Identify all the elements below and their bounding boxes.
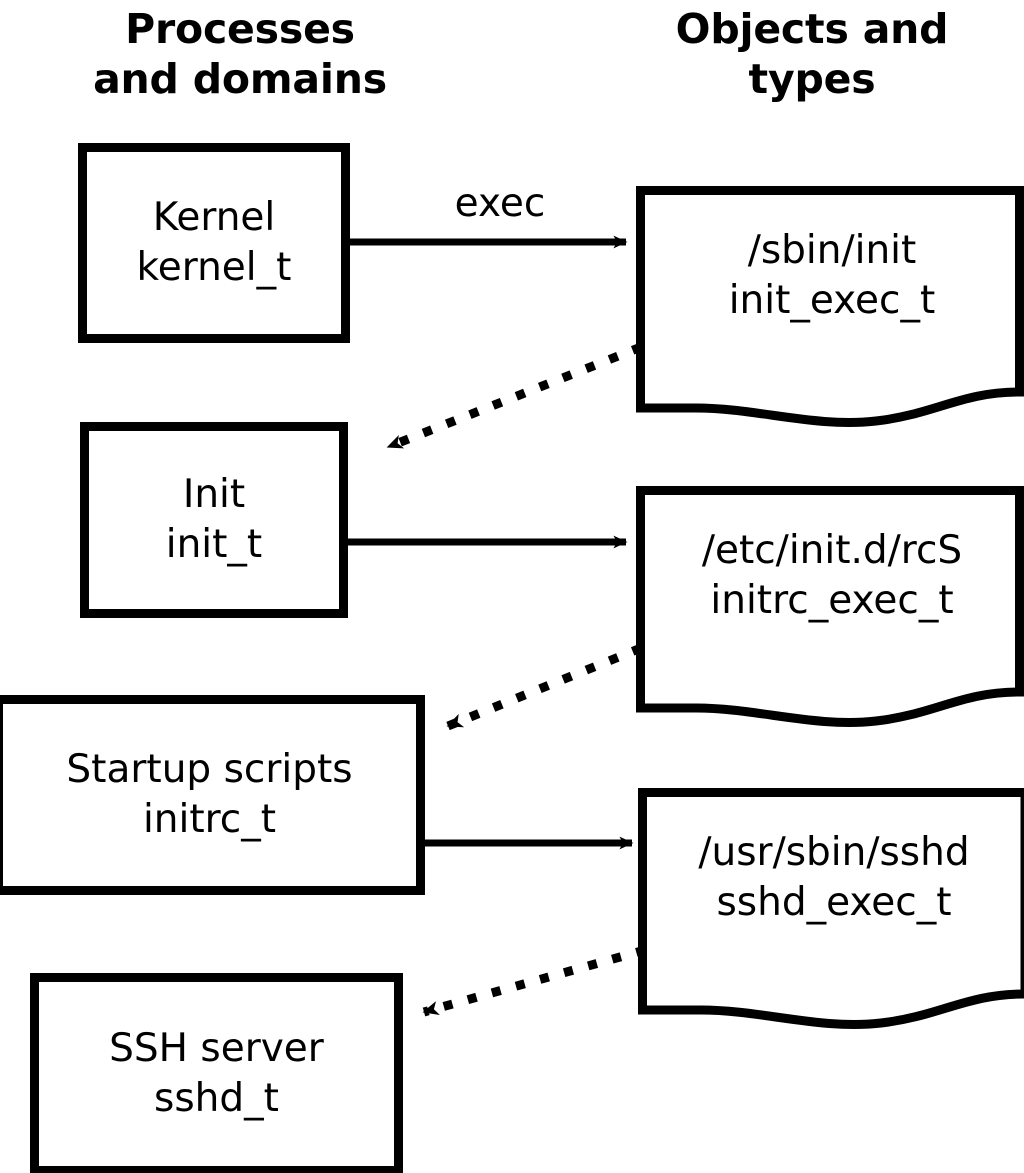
column-header-processes: Processes and domains bbox=[93, 5, 387, 103]
object-doc-usr-sbin-sshd[interactable]: /usr/sbin/sshd sshd_exec_t bbox=[638, 788, 1024, 1032]
edge-rcsexec-transition-initrc bbox=[446, 643, 643, 731]
process-box-init[interactable]: Init init_t bbox=[80, 422, 348, 618]
process-box-kernel[interactable]: Kernel kernel_t bbox=[78, 143, 350, 343]
object-doc-etc-initd-rcs[interactable]: /etc/init.d/rcS initrc_exec_t bbox=[636, 486, 1024, 730]
column-header-objects: Objects and types bbox=[675, 5, 949, 103]
object-doc-sbin-init-label: /sbin/init init_exec_t bbox=[728, 228, 936, 323]
process-box-kernel-label: Kernel kernel_t bbox=[136, 195, 292, 290]
process-box-init-label: Init init_t bbox=[165, 472, 263, 567]
process-box-startup-scripts[interactable]: Startup scripts initrc_t bbox=[0, 695, 425, 895]
object-doc-sbin-init[interactable]: /sbin/init init_exec_t bbox=[636, 186, 1024, 430]
process-box-ssh-server[interactable]: SSH server sshd_t bbox=[30, 973, 403, 1173]
edge-label-exec: exec bbox=[454, 181, 546, 226]
object-doc-etc-initd-rcs-label: /etc/init.d/rcS initrc_exec_t bbox=[701, 528, 963, 623]
process-box-startup-scripts-label: Startup scripts initrc_t bbox=[66, 747, 353, 842]
edge-initexec-transition-init bbox=[386, 342, 643, 452]
process-box-ssh-server-label: SSH server sshd_t bbox=[109, 1026, 324, 1121]
edge-sshdexec-transition-sshd bbox=[422, 945, 647, 1017]
object-doc-usr-sbin-sshd-label: /usr/sbin/sshd sshd_exec_t bbox=[698, 830, 970, 925]
